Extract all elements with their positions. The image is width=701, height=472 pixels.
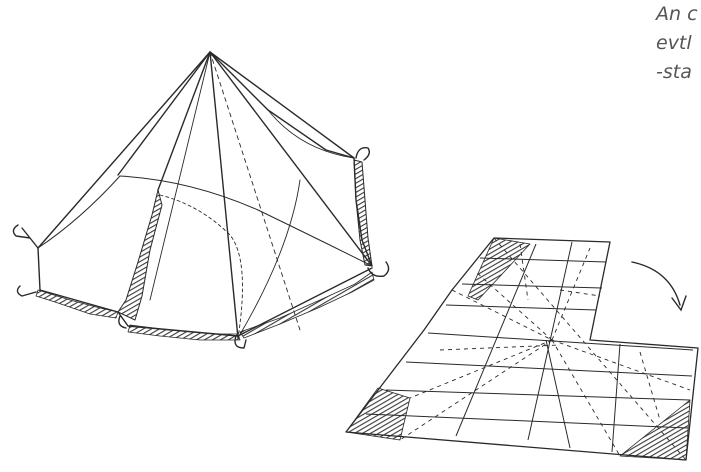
sheet-grid-h4: [428, 333, 693, 350]
tent-ridge-3: [158, 52, 210, 190]
tent-shaded-panel-right: [354, 160, 372, 266]
sheet-grid-h7: [366, 414, 688, 428]
curved-arrow: [632, 262, 686, 310]
tent-ridge-5: [210, 52, 372, 266]
tent-seam-6: [268, 110, 354, 158]
sheet-grid-h3: [446, 305, 596, 310]
tent-peg-2: [17, 286, 36, 296]
tent-seam-5: [160, 195, 243, 338]
tent-sketch: [13, 52, 388, 348]
tent-ridge-1: [38, 52, 210, 248]
tent-seam-1: [150, 52, 210, 300]
sheet-grid-h5: [406, 362, 692, 376]
tent-ridge-2: [118, 52, 210, 175]
sheet-corner-bottom-right: [620, 400, 690, 460]
sheet-fold-lines: [400, 238, 690, 460]
tent-ridge-6: [210, 52, 354, 158]
tent-peg-1: [13, 225, 38, 248]
tent-ridge-7: [210, 52, 326, 150]
tent-ridge-4: [210, 52, 238, 338]
tent-wall-back: [326, 150, 354, 158]
folded-ground-sheet-sketch: [346, 238, 698, 460]
sheet-grid-v3: [546, 340, 570, 448]
tent-peg-6: [356, 148, 369, 160]
tent-shaded-ground-right: [240, 272, 374, 338]
tent-shaded-panel-left: [118, 190, 162, 320]
tent-seam-4: [38, 176, 120, 248]
tent-shaded-ground-left: [36, 290, 118, 318]
